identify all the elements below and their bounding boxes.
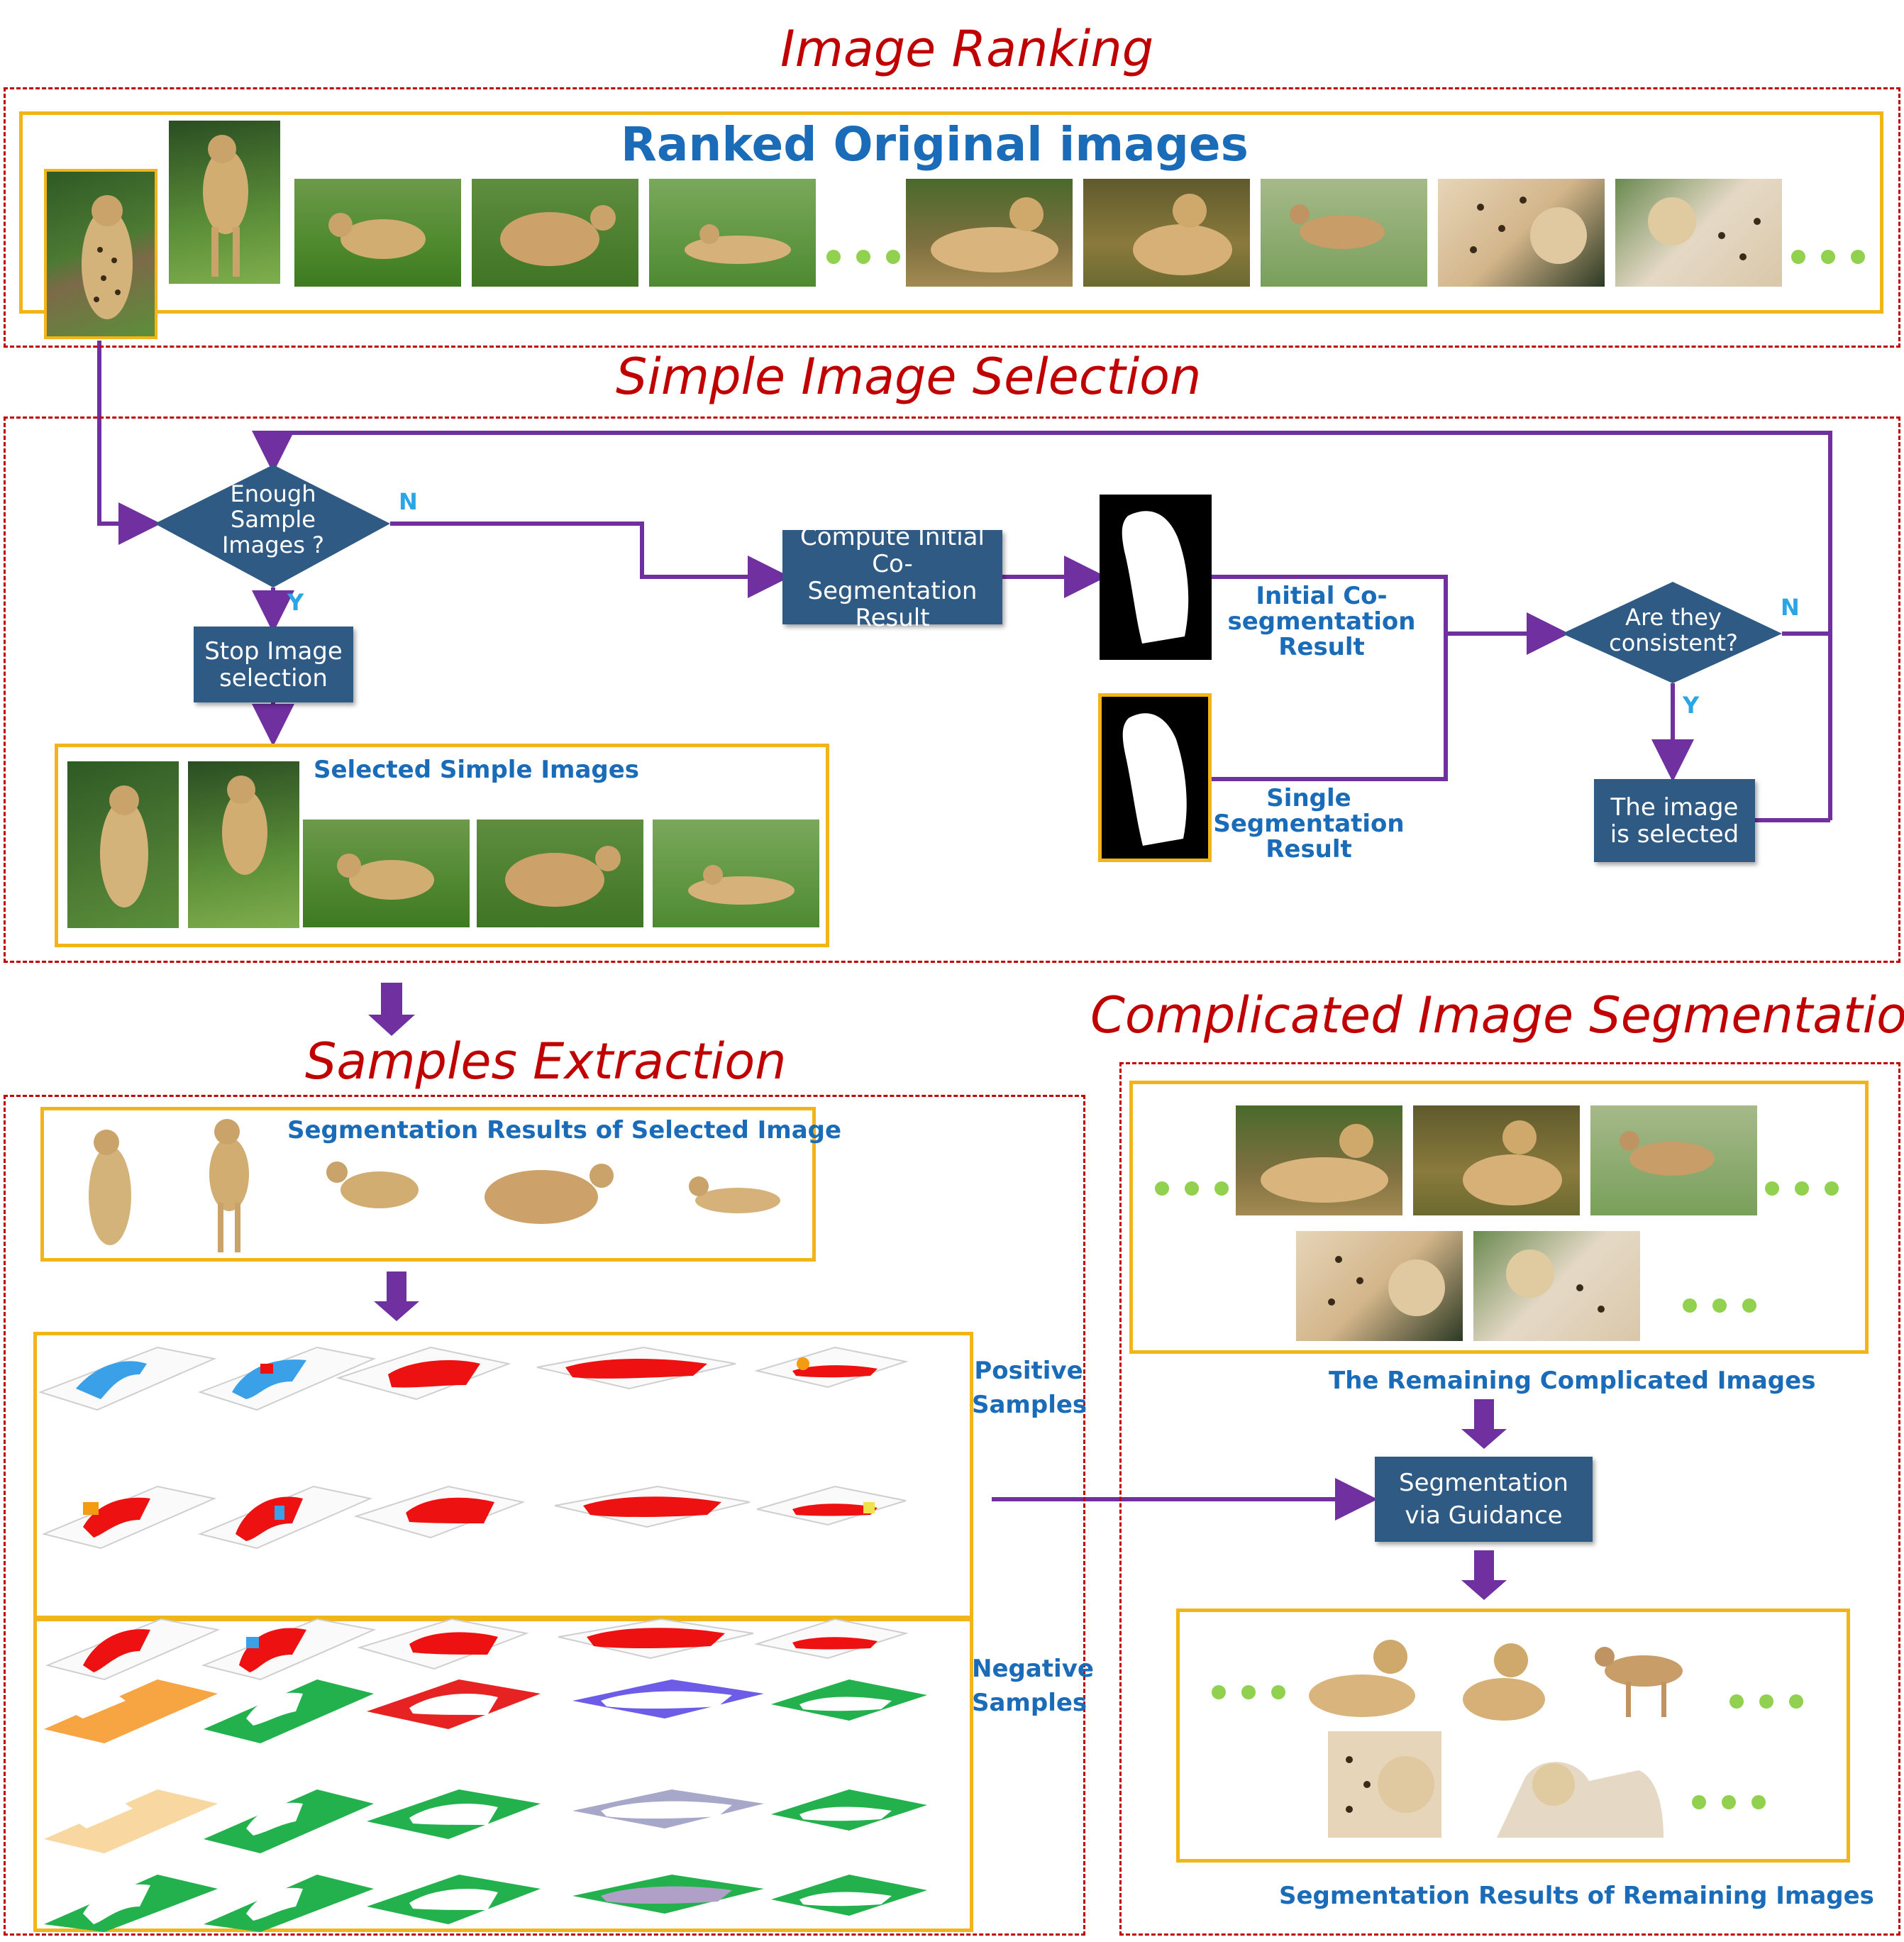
positive-slabs (38, 1346, 909, 1681)
consistent-decision-text: Are they consistent? (1609, 604, 1738, 656)
line-initial-mask (1212, 575, 1448, 634)
arrow-ranked-to-enough (97, 341, 161, 545)
cheetah-photo-ranked-3 (294, 179, 461, 287)
result-cutout-4 (1328, 1731, 1441, 1838)
result-cutout-3 (1576, 1632, 1707, 1724)
single-segmentation-mask (1098, 693, 1212, 862)
complicated-section (1119, 1062, 1900, 1936)
compute-cosegmentation-box: Compute Initial Co-Segmentation Result (782, 524, 1002, 631)
enough-n-label: N (399, 488, 418, 515)
remaining-images-label: The Remaining Complicated Images (1329, 1367, 1816, 1395)
enough-y-label: Y (287, 589, 304, 616)
selected-simple-images-label: Selected Simple Images (314, 756, 640, 784)
segmentation-guidance-box: Segmentation via Guidance (1375, 1457, 1593, 1542)
cheetah-photo-ranked-2 (169, 121, 280, 284)
cheetah-photo-ranked-10 (1615, 179, 1782, 287)
selected-photo-3 (303, 820, 470, 927)
block-arrow-to-extraction (368, 983, 415, 1036)
cheetah-photo-ranked-5 (649, 179, 816, 287)
section-title-extraction: Samples Extraction (305, 1032, 787, 1091)
block-arrow-to-samples (374, 1271, 419, 1321)
cheetah-photo-ranked-4 (472, 179, 638, 287)
ranking-section (4, 87, 1900, 348)
ranked-images-heading: Ranked Original images (621, 117, 1249, 172)
consistent-n-label: N (1781, 594, 1800, 621)
cheetah-cutout-3 (312, 1144, 429, 1227)
cheetah-cutout-5 (674, 1162, 787, 1222)
positive-samples-label: Positive Samples (972, 1357, 1087, 1419)
block-arrow-to-results (1461, 1550, 1507, 1600)
cheetah-photo-ranked-1 (44, 169, 157, 339)
cheetah-photo-ranked-8 (1261, 179, 1427, 287)
cheetah-cutout-4 (474, 1147, 623, 1232)
section-title-complicated: Complicated Image Segmentation (1090, 986, 1904, 1044)
arrow-feedback-loop (252, 431, 1832, 820)
result-cutout-2 (1458, 1628, 1550, 1728)
selected-photo-5 (653, 820, 819, 927)
results-ellipsis-1 (1212, 1685, 1285, 1699)
remaining-photo-2 (1413, 1105, 1580, 1215)
remaining-images-panel (1129, 1081, 1869, 1354)
cheetah-cutout-2 (195, 1110, 262, 1256)
arrow-enough-to-compute (390, 522, 790, 598)
image-selected-box: The image is selected (1594, 779, 1755, 862)
single-segmentation-label: Single Segmentation Result (1213, 784, 1405, 864)
line-single-mask (1212, 634, 1448, 781)
block-arrows (368, 983, 1507, 1600)
positive-samples-panel (33, 1332, 973, 1619)
ranked-ellipsis-2 (1791, 250, 1865, 264)
enough-decision-diamond (155, 465, 390, 587)
result-cutout-5 (1497, 1749, 1664, 1838)
sample-slabs (38, 1346, 927, 1932)
segmentation-results-label: Segmentation Results of Selected Image (287, 1116, 842, 1144)
remaining-photo-5 (1473, 1231, 1640, 1341)
stop-selection-box: Stop Image selection (194, 627, 353, 702)
remaining-ellipsis-1 (1155, 1181, 1229, 1196)
enough-decision-text: Enough Sample Images ? (221, 480, 325, 558)
segmentation-results-remaining-label: Segmentation Results of Remaining Images (1279, 1882, 1874, 1910)
selected-photo-2 (188, 761, 299, 928)
results-ellipsis-2 (1729, 1694, 1803, 1709)
segmentation-results-remaining-panel (1176, 1609, 1850, 1863)
ranked-images-panel (19, 111, 1883, 314)
extraction-section (4, 1095, 1085, 1936)
selection-section (4, 416, 1900, 963)
initial-cosegmentation-label: Initial Co-segmentation Result (1227, 582, 1416, 661)
negative-samples-label: Negative Samples (972, 1655, 1094, 1717)
remaining-ellipsis-2 (1765, 1181, 1839, 1196)
consistent-y-label: Y (1683, 692, 1700, 719)
initial-cosegmentation-mask (1100, 495, 1212, 660)
cheetah-cutout-1 (78, 1118, 142, 1252)
remaining-photo-4 (1296, 1231, 1463, 1341)
block-arrow-to-guidance (1461, 1399, 1507, 1449)
consistent-decision-diamond (1562, 582, 1782, 683)
section-title-ranking: Image Ranking (780, 20, 1154, 78)
negative-slabs (44, 1679, 927, 1932)
remaining-photo-3 (1590, 1105, 1757, 1215)
selected-photo-1 (67, 761, 179, 928)
remaining-ellipsis-3 (1683, 1298, 1756, 1313)
cheetah-photo-ranked-6 (906, 179, 1073, 287)
ranked-ellipsis-1 (826, 250, 900, 264)
remaining-photo-1 (1236, 1105, 1402, 1215)
selected-photo-4 (477, 820, 643, 927)
cheetah-photo-ranked-9 (1438, 179, 1605, 287)
section-title-selection: Simple Image Selection (616, 348, 1202, 406)
selected-simple-images-panel (55, 744, 829, 947)
segmentation-results-panel (40, 1107, 816, 1262)
result-cutout-1 (1305, 1625, 1422, 1728)
results-ellipsis-3 (1692, 1795, 1766, 1809)
negative-samples-panel (33, 1618, 973, 1932)
cheetah-photo-ranked-7 (1083, 179, 1250, 287)
